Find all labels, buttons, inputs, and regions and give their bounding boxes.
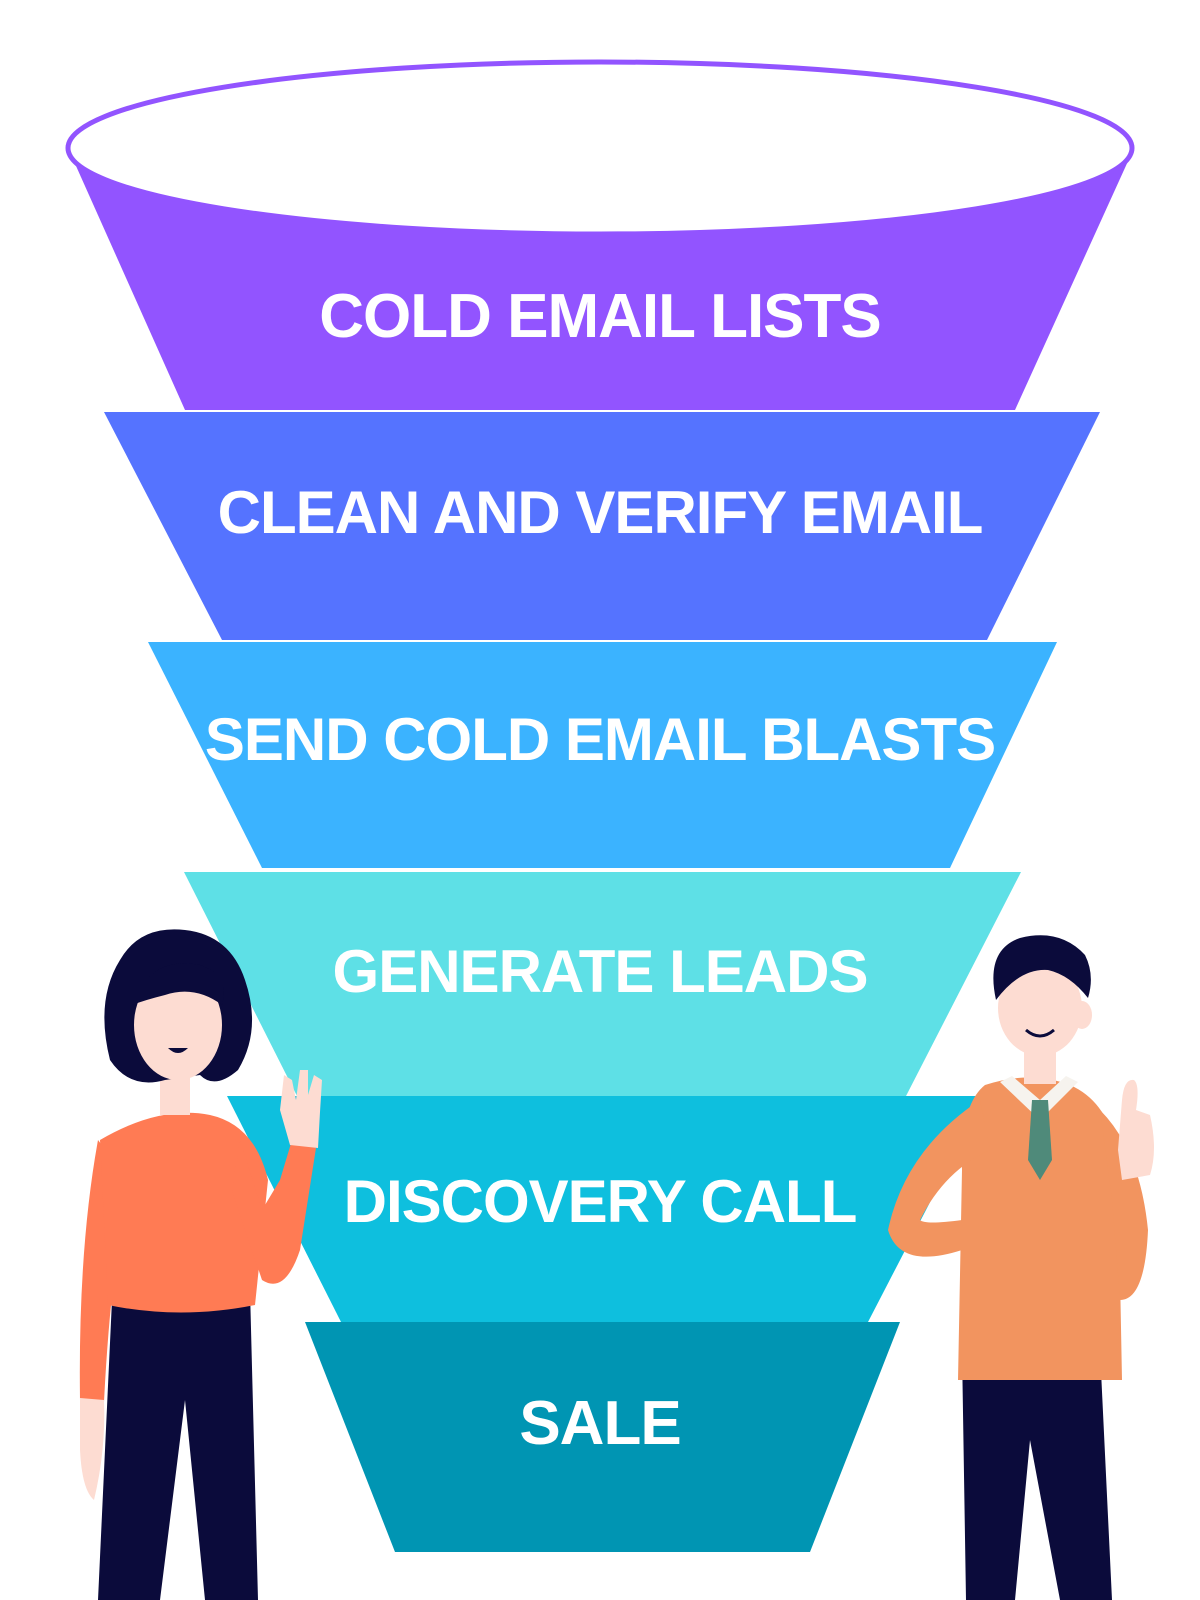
funnel-stage-4: GENERATE LEADS [184, 872, 1021, 1098]
left-person-left-hand [80, 1398, 105, 1500]
funnel-stage-6-shape [305, 1322, 900, 1552]
funnel-stage-5: DISCOVERY CALL [227, 1096, 985, 1322]
funnel-stage-1-label: COLD EMAIL LISTS [319, 282, 881, 351]
funnel-rim [65, 59, 1135, 237]
left-person-smile [168, 1048, 188, 1053]
left-person-face [134, 970, 222, 1080]
funnel-stage-2: CLEAN AND VERIFY EMAIL [104, 412, 1100, 640]
funnel-stage-3-shape [148, 642, 1057, 868]
funnel-stage-6: SALE [305, 1322, 900, 1552]
right-person-illustration [888, 935, 1154, 1600]
funnel-stage-1: COLD EMAIL LISTS [65, 59, 1135, 410]
funnel-stage-4-label: GENERATE LEADS [333, 938, 868, 1005]
funnel-stage-2-label: CLEAN AND VERIFY EMAIL [218, 479, 983, 546]
right-person-collar [1000, 1076, 1078, 1120]
right-person-right-arm [1100, 1110, 1148, 1300]
right-person-thumbs-up-hand [1118, 1079, 1154, 1180]
funnel-stage-3-label: SEND COLD EMAIL BLASTS [205, 706, 995, 773]
right-person-face [998, 960, 1082, 1056]
left-person-pants [98, 1290, 258, 1600]
right-person-pants [962, 1350, 1112, 1600]
funnel-stage-4-shape [184, 872, 1021, 1098]
right-person-hair [993, 935, 1091, 1000]
right-person-smile [1025, 1028, 1055, 1038]
left-person-neck [160, 1075, 190, 1115]
funnel-stage-3: SEND COLD EMAIL BLASTS [148, 642, 1057, 868]
right-person-tie [1028, 1100, 1052, 1180]
left-person-right-arm [232, 1140, 316, 1284]
right-person-left-arm [888, 1100, 990, 1257]
left-person-fringe [132, 963, 224, 1005]
right-person-cardigan [958, 1077, 1122, 1380]
funnel-stage-5-shape [227, 1096, 985, 1322]
left-person-waving-hand [280, 1070, 322, 1148]
left-person-illustration [79, 929, 322, 1600]
funnel-stage-5-label: DISCOVERY CALL [344, 1168, 857, 1235]
right-person-ear [1072, 1001, 1092, 1029]
funnel-stage-2-shape [104, 412, 1100, 640]
left-person-torso [100, 1112, 268, 1313]
funnel-stage-6-label: SALE [519, 1389, 680, 1458]
